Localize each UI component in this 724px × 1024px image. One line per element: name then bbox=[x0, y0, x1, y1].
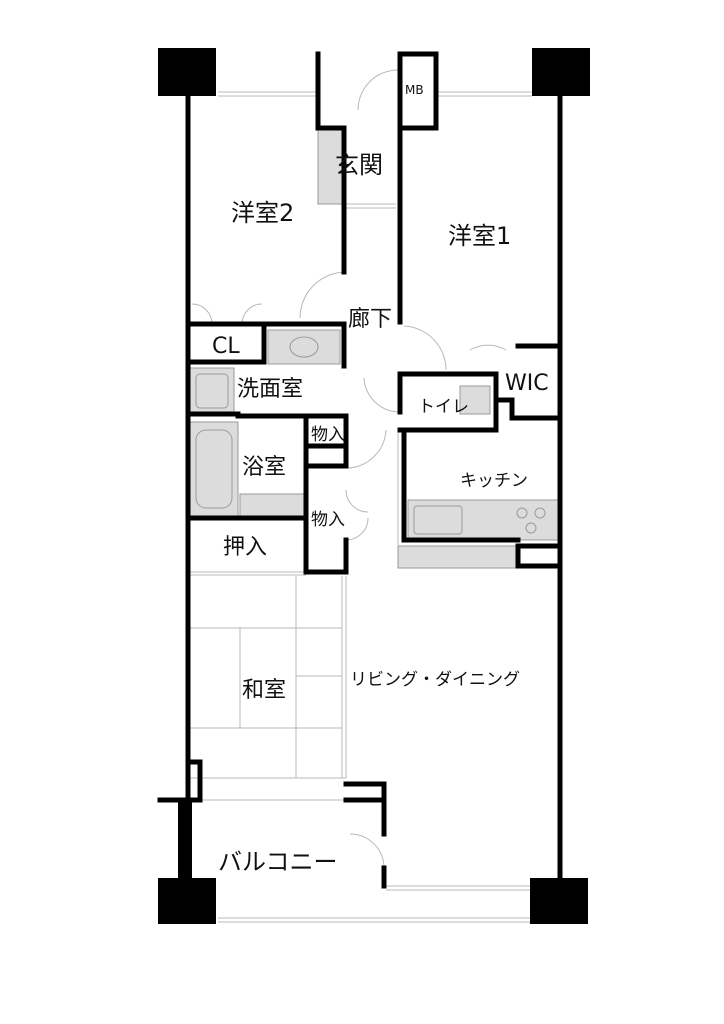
entrance-floor bbox=[317, 127, 343, 205]
thin-lines bbox=[190, 69, 532, 923]
label-living-dining: リビング・ダイニング bbox=[350, 670, 520, 690]
label-western-room-1: 洋室1 bbox=[448, 222, 511, 250]
bathtub-area bbox=[189, 421, 239, 517]
bathtub bbox=[195, 429, 233, 509]
kitchen-floor-strip bbox=[397, 545, 521, 569]
toilet-fixture bbox=[459, 385, 491, 415]
label-japanese-room: 和室 bbox=[242, 678, 286, 703]
label-oshiire: 押入 bbox=[223, 535, 267, 560]
stove-burner-2 bbox=[534, 507, 546, 519]
label-washroom: 洗面室 bbox=[237, 377, 303, 402]
stove-burner-3 bbox=[525, 522, 537, 534]
sink bbox=[413, 505, 463, 535]
label-bathroom: 浴室 bbox=[242, 455, 286, 480]
fixture-details bbox=[195, 336, 546, 535]
label-kitchen: キッチン bbox=[460, 471, 528, 491]
label-closet: CL bbox=[212, 334, 240, 359]
column-bottom-left bbox=[158, 878, 216, 924]
washbasin-counter bbox=[267, 329, 341, 365]
room-labels: 洋室2 洋室1 玄関 MB 廊下 CL 洗面室 トイレ WIC 物入 浴室 キッ… bbox=[212, 83, 549, 876]
stove-burner-1 bbox=[516, 507, 528, 519]
label-meter-box: MB bbox=[405, 83, 424, 97]
bath-floor bbox=[239, 493, 307, 517]
washing-machine bbox=[195, 373, 229, 409]
column-mid-left bbox=[178, 800, 192, 878]
label-balcony: バルコニー bbox=[218, 848, 338, 876]
label-toilet: トイレ bbox=[418, 397, 469, 417]
label-hallway: 廊下 bbox=[348, 307, 392, 332]
label-walk-in-closet: WIC bbox=[505, 371, 549, 396]
column-top-right bbox=[532, 48, 590, 96]
column-bottom-right bbox=[530, 878, 588, 924]
label-storage-upper: 物入 bbox=[311, 425, 345, 445]
washing-machine-area bbox=[189, 367, 235, 415]
fixtures bbox=[189, 127, 559, 569]
label-storage-lower: 物入 bbox=[311, 510, 345, 530]
columns bbox=[158, 48, 590, 924]
label-western-room-2: 洋室2 bbox=[231, 199, 294, 227]
label-entrance: 玄関 bbox=[335, 151, 383, 179]
washbasin bbox=[289, 336, 319, 358]
column-top-left bbox=[158, 48, 216, 96]
